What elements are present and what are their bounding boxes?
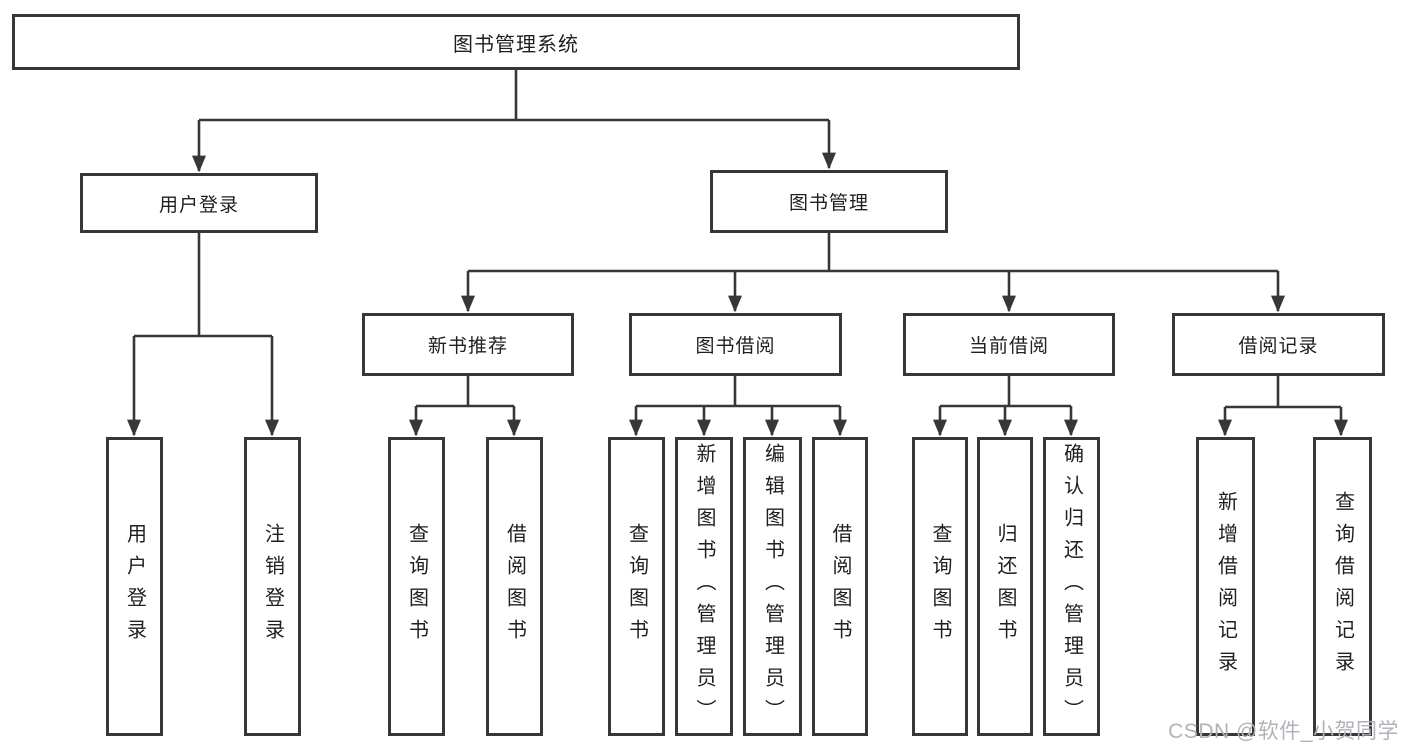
leaf-add-borrow-record: 新增借阅记录 — [1196, 437, 1255, 736]
connector-current-borrow-to-leaves — [933, 376, 1078, 437]
node-new-book-recommend: 新书推荐 — [362, 313, 574, 376]
leaf-confirm-return-admin: 确认归还（管理员） — [1043, 437, 1100, 736]
leaf-query-books-3: 查询图书 — [912, 437, 968, 736]
leaf-query-books-2: 查询图书 — [608, 437, 665, 736]
node-label: 图书管理系统 — [453, 33, 579, 56]
leaf-borrow-books-1: 借阅图书 — [486, 437, 543, 736]
node-label: 借阅记录 — [1238, 336, 1319, 357]
connector-book-management-to-level2 — [461, 233, 1285, 313]
node-label: 注销登录 — [261, 522, 284, 651]
node-label: 新书推荐 — [427, 336, 508, 357]
leaf-user-login: 用户登录 — [106, 437, 163, 736]
node-label: 归还图书 — [994, 522, 1016, 651]
node-label: 查询图书 — [405, 522, 428, 651]
node-borrow-records: 借阅记录 — [1172, 313, 1385, 376]
node-label: 新增图书（管理员） — [693, 442, 715, 731]
node-user-login: 用户登录 — [80, 173, 318, 233]
leaf-logout: 注销登录 — [244, 437, 301, 736]
node-label: 编辑图书（管理员） — [761, 442, 784, 731]
node-label: 新增借阅记录 — [1214, 490, 1237, 683]
node-label: 用户登录 — [123, 522, 146, 651]
node-book-management: 图书管理 — [710, 170, 948, 233]
node-label: 确认归还（管理员） — [1060, 442, 1083, 731]
connector-user-login-to-leaves — [127, 233, 279, 437]
leaf-query-books-1: 查询图书 — [388, 437, 445, 736]
node-label: 查询借阅记录 — [1331, 490, 1354, 683]
node-label: 查询图书 — [929, 522, 951, 651]
node-label: 查询图书 — [625, 522, 648, 651]
connector-book-borrow-to-leaves — [629, 376, 847, 437]
leaf-return-books: 归还图书 — [977, 437, 1033, 736]
leaf-query-borrow-record: 查询借阅记录 — [1313, 437, 1372, 736]
leaf-add-books-admin: 新增图书（管理员） — [675, 437, 733, 736]
node-label: 用户登录 — [158, 194, 239, 216]
node-book-borrow: 图书借阅 — [629, 313, 842, 376]
node-label: 图书借阅 — [695, 336, 776, 357]
node-label: 借阅图书 — [829, 522, 851, 651]
leaf-borrow-books-2: 借阅图书 — [812, 437, 868, 736]
connector-borrow-records-to-leaves — [1218, 376, 1348, 437]
node-label: 借阅图书 — [503, 522, 526, 651]
node-current-borrow: 当前借阅 — [903, 313, 1115, 376]
node-label: 图书管理 — [788, 193, 869, 214]
connector-root-to-level1 — [192, 70, 836, 173]
leaf-edit-books-admin: 编辑图书（管理员） — [743, 437, 802, 736]
node-label: 当前借阅 — [968, 336, 1049, 357]
node-system-root: 图书管理系统 — [12, 14, 1020, 70]
connector-new-book-rec-to-leaves — [409, 376, 521, 437]
